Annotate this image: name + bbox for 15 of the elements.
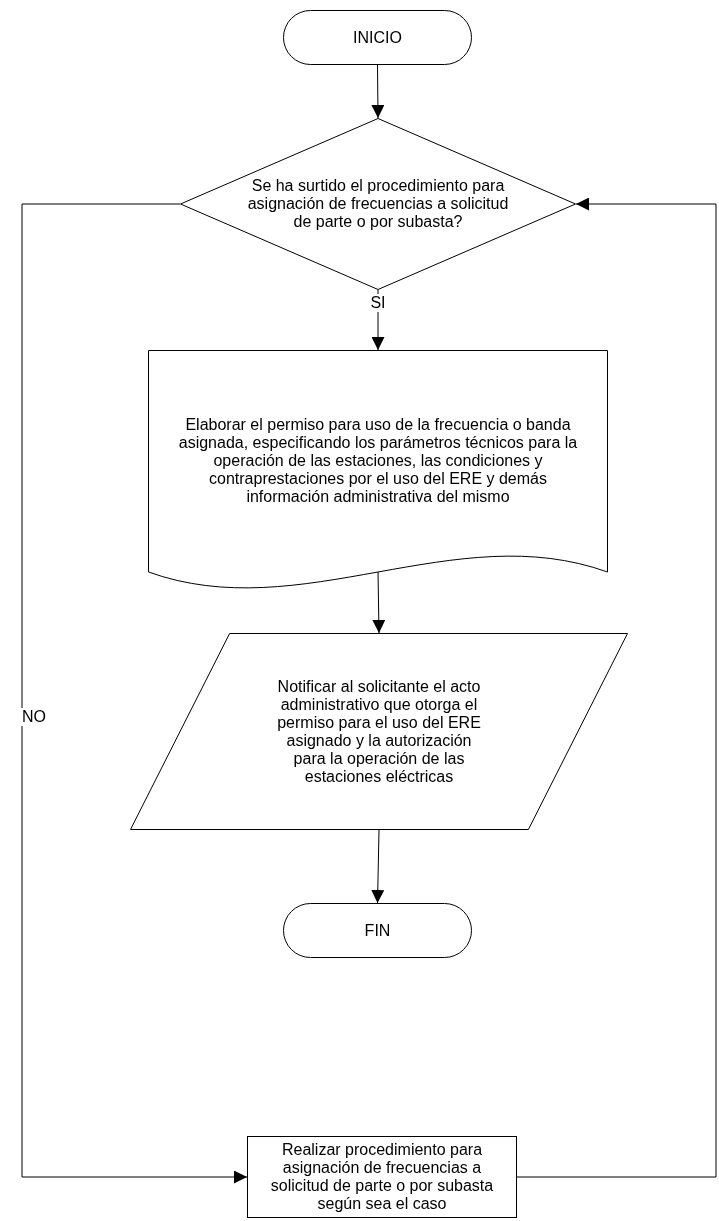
node-text: FIN xyxy=(363,921,392,940)
arrow xyxy=(371,64,385,119)
arrow xyxy=(21,203,248,1184)
node-text: Notificar al solicitante el acto administrativo que otorga el permiso para el uso del ERE asignado y la autorización para la operación de las estaciones eléctricas xyxy=(276,677,482,786)
node-text: Realizar procedimiento para asignación de frecuencias a solicitud de parte o por subasta según sea el caso xyxy=(269,1141,495,1213)
arrow xyxy=(371,829,385,904)
node-text: INICIO xyxy=(352,28,403,47)
decision-diamond xyxy=(180,118,576,290)
process-box xyxy=(247,1136,517,1218)
node-text: Se ha surtido el procedimiento para asignación de frecuencias a solicitud de parte o por subasta? xyxy=(246,177,510,231)
arrow xyxy=(516,197,717,1178)
edge-label: NO xyxy=(20,708,48,726)
data-parallelogram xyxy=(130,633,628,830)
node-text: Elaborar el permiso para uso de la frecuencia o banda asignada, especificando los parámetros técnicos para la operación de las estaciones, las condiciones y contraprestaciones por el uso del ERE y demás información administrativa del mismo xyxy=(177,416,579,506)
arrow xyxy=(372,571,386,634)
